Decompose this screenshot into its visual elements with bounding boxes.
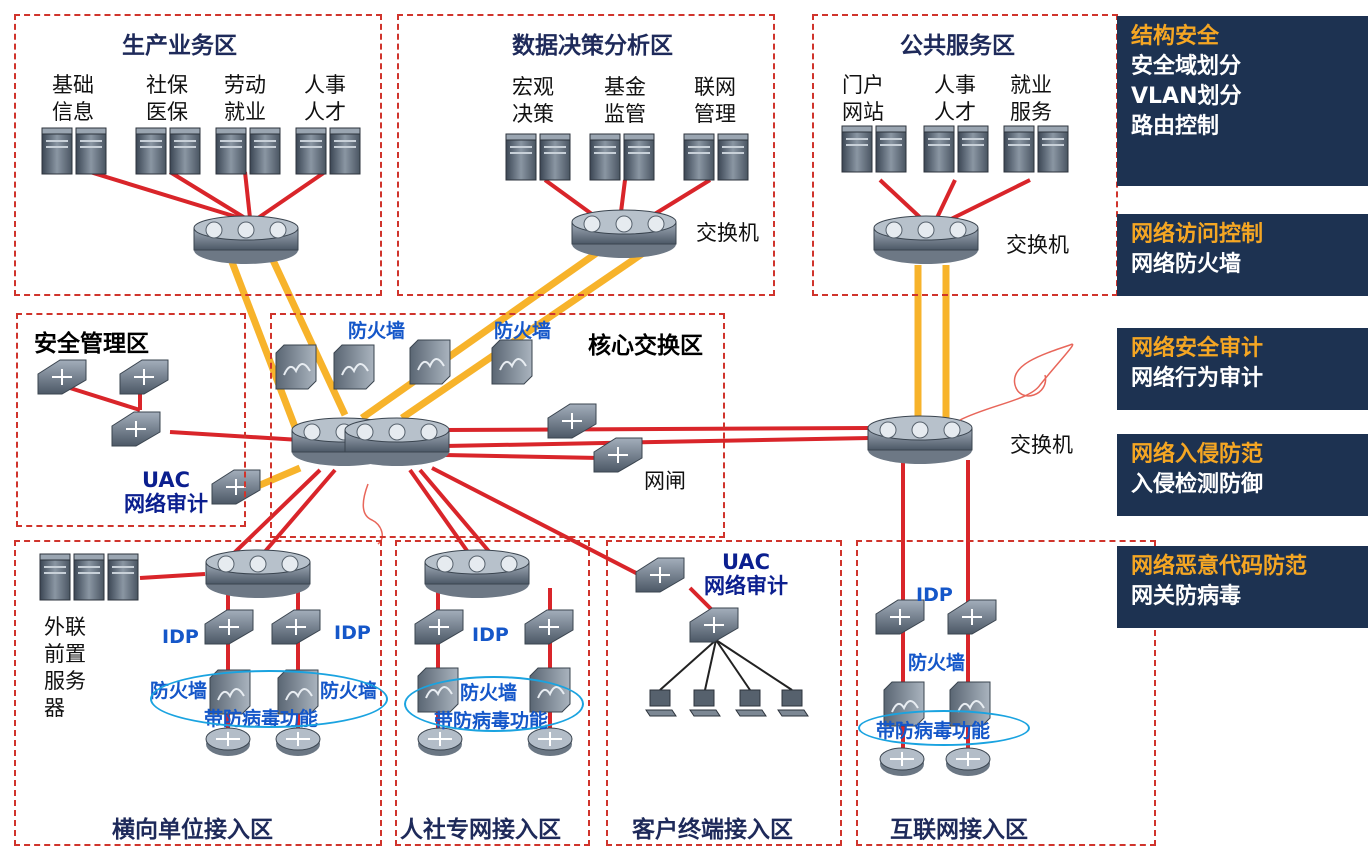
pen-scribble-1 (959, 343, 1074, 421)
zone-core (270, 313, 725, 538)
zone-title-hrss: 人社专网接入区 (400, 817, 561, 843)
server-label: 人事人才 (304, 73, 346, 124)
gatekeeper-label: 网闸 (644, 469, 686, 493)
panel-structure-security: 结构安全 安全域划分 VLAN划分 路由控制 (1117, 16, 1368, 186)
zone-data (397, 14, 775, 296)
server-label: 人事人才 (934, 73, 976, 124)
zone-production (14, 14, 382, 296)
panel-security-audit: 网络安全审计 网络行为审计 (1117, 328, 1368, 410)
zone-client (606, 540, 842, 846)
idp-label: IDP (334, 622, 371, 644)
zone-security-mgmt (16, 313, 246, 527)
zone-title-internet: 互联网接入区 (890, 817, 1028, 843)
zone-title-client: 客户终端接入区 (632, 817, 793, 843)
zone-title-core: 核心交换区 (588, 333, 703, 359)
antivirus-ellipse (150, 670, 388, 728)
server-label: 劳动就业 (224, 73, 266, 124)
internet-core-switch (867, 415, 973, 465)
zone-hrss (395, 540, 590, 846)
core-firewall-label-b: 防火墙 (494, 320, 552, 342)
zone-title-production: 生产业务区 (122, 33, 237, 59)
server-label: 基金监管 (604, 75, 646, 126)
server-label: 门户网站 (842, 73, 884, 124)
antivirus-ellipse (404, 676, 584, 732)
switch-label: 交换机 (1006, 233, 1069, 257)
external-server-label: 外联前置 服务器 (44, 615, 86, 720)
server-label: 宏观决策 (512, 75, 554, 126)
idp-label: IDP (472, 624, 509, 646)
orange-links (223, 242, 950, 504)
antivirus-ellipse (858, 710, 1030, 746)
panel-access-control: 网络访问控制 网络防火墙 (1117, 214, 1368, 296)
idp-label: IDP (162, 626, 199, 648)
server-label: 基础信息 (52, 73, 94, 124)
idp-label: IDP (916, 584, 953, 606)
server-label: 社保医保 (146, 73, 188, 124)
server-label: 联网管理 (694, 75, 736, 126)
server-label: 就业服务 (1010, 73, 1052, 124)
zone-title-data: 数据决策分析区 (512, 33, 673, 59)
zone-title-security-mgmt: 安全管理区 (34, 331, 149, 357)
core-firewall-label-a: 防火墙 (348, 320, 406, 342)
switch-label: 交换机 (1010, 433, 1073, 457)
zone-title-public: 公共服务区 (900, 33, 1015, 59)
panel-malware-prevention: 网络恶意代码防范 网关防病毒 (1117, 546, 1368, 628)
panel-intrusion-prevention: 网络入侵防范 入侵检测防御 (1117, 434, 1368, 516)
zone-internet (856, 540, 1156, 846)
client-links (659, 639, 793, 691)
firewall-label: 防火墙 (908, 652, 966, 674)
switch-label: 交换机 (696, 221, 759, 245)
zone-title-horizontal: 横向单位接入区 (112, 817, 273, 843)
